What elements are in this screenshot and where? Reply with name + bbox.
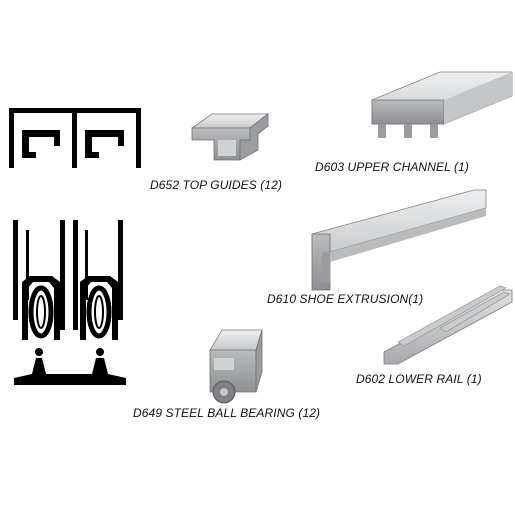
top-guide-part [190, 113, 270, 161]
part-label-top-guides: D652 TOP GUIDES (12) [150, 178, 283, 192]
part-label-lower-rail: D602 LOWER RAIL (1) [356, 372, 482, 386]
part-label-upper-channel: D603 UPPER CHANNEL (1) [315, 160, 470, 174]
upper-channel-cross-section [9, 108, 141, 168]
lower-channel-cross-section [13, 220, 126, 385]
part-label-shoe-extrusion: D610 SHOE EXTRUSION(1) [267, 292, 424, 306]
shoe-extrusion-part [311, 189, 487, 291]
ball-bearing-roller-part [209, 329, 263, 404]
part-label-steel-ball-bearing: D649 STEEL BALL BEARING (12) [133, 406, 321, 420]
upper-channel-part [371, 71, 513, 138]
lower-rail-part [383, 285, 513, 365]
